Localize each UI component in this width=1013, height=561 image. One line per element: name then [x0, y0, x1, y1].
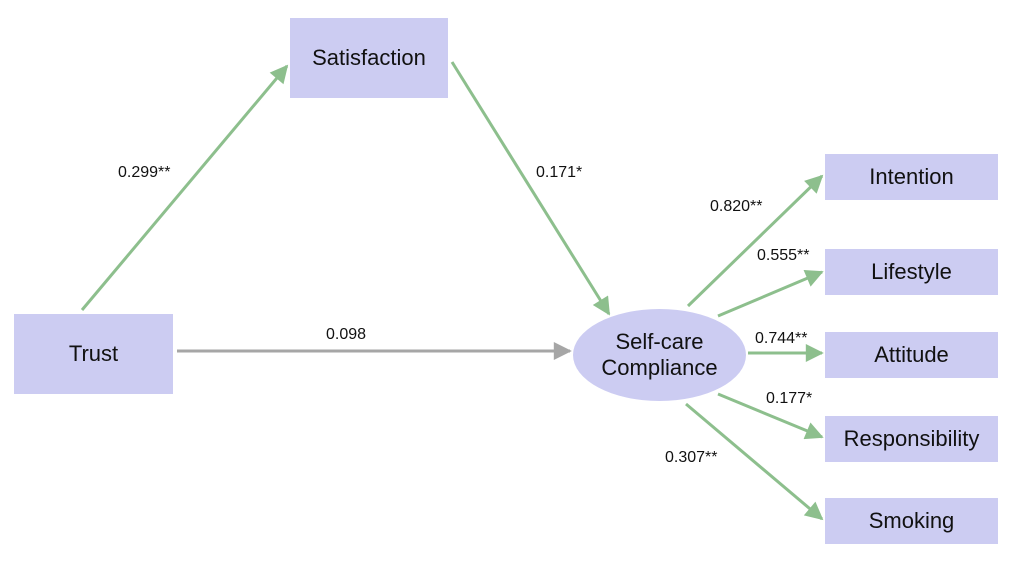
arrow-selfcare-to-smoking — [685, 402, 824, 521]
node-satisfaction-label: Satisfaction — [312, 45, 426, 70]
coef-trust-to-selfcare: 0.098 — [326, 326, 367, 343]
arrow-selfcare-to-responsibility — [717, 392, 824, 440]
node-responsibility: Responsibility — [825, 416, 998, 462]
coef-trust-to-satisfaction: 0.299** — [118, 164, 171, 181]
node-attitude: Attitude — [825, 332, 998, 378]
arrow-selfcare-to-lifestyle — [717, 270, 824, 318]
node-self-care-label-line2: Compliance — [601, 355, 718, 380]
coef-selfcare-to-lifestyle: 0.555** — [757, 247, 810, 264]
node-responsibility-label: Responsibility — [843, 426, 980, 451]
node-trust: Trust — [14, 314, 173, 394]
arrow-trust-to-satisfaction — [80, 64, 289, 311]
node-lifestyle-label: Lifestyle — [871, 259, 952, 284]
node-trust-label: Trust — [68, 341, 119, 366]
node-attitude-label: Attitude — [874, 342, 949, 367]
coef-selfcare-to-responsibility: 0.177* — [766, 390, 813, 407]
node-satisfaction: Satisfaction — [290, 18, 448, 98]
node-intention: Intention — [825, 154, 998, 200]
coef-selfcare-to-intention: 0.820** — [710, 198, 763, 215]
node-self-care-compliance: Self-care Compliance — [573, 309, 746, 401]
arrow-satisfaction-to-selfcare — [450, 61, 611, 316]
coef-selfcare-to-attitude: 0.744** — [755, 330, 808, 347]
node-smoking-label: Smoking — [868, 508, 955, 533]
node-smoking: Smoking — [825, 498, 998, 544]
arrow-selfcare-to-intention — [686, 174, 824, 308]
coef-selfcare-to-smoking: 0.307** — [665, 449, 718, 466]
node-self-care-label-line1: Self-care — [615, 329, 704, 354]
node-intention-label: Intention — [869, 164, 954, 189]
coef-satisfaction-to-selfcare: 0.171* — [536, 164, 583, 181]
node-lifestyle: Lifestyle — [825, 249, 998, 295]
